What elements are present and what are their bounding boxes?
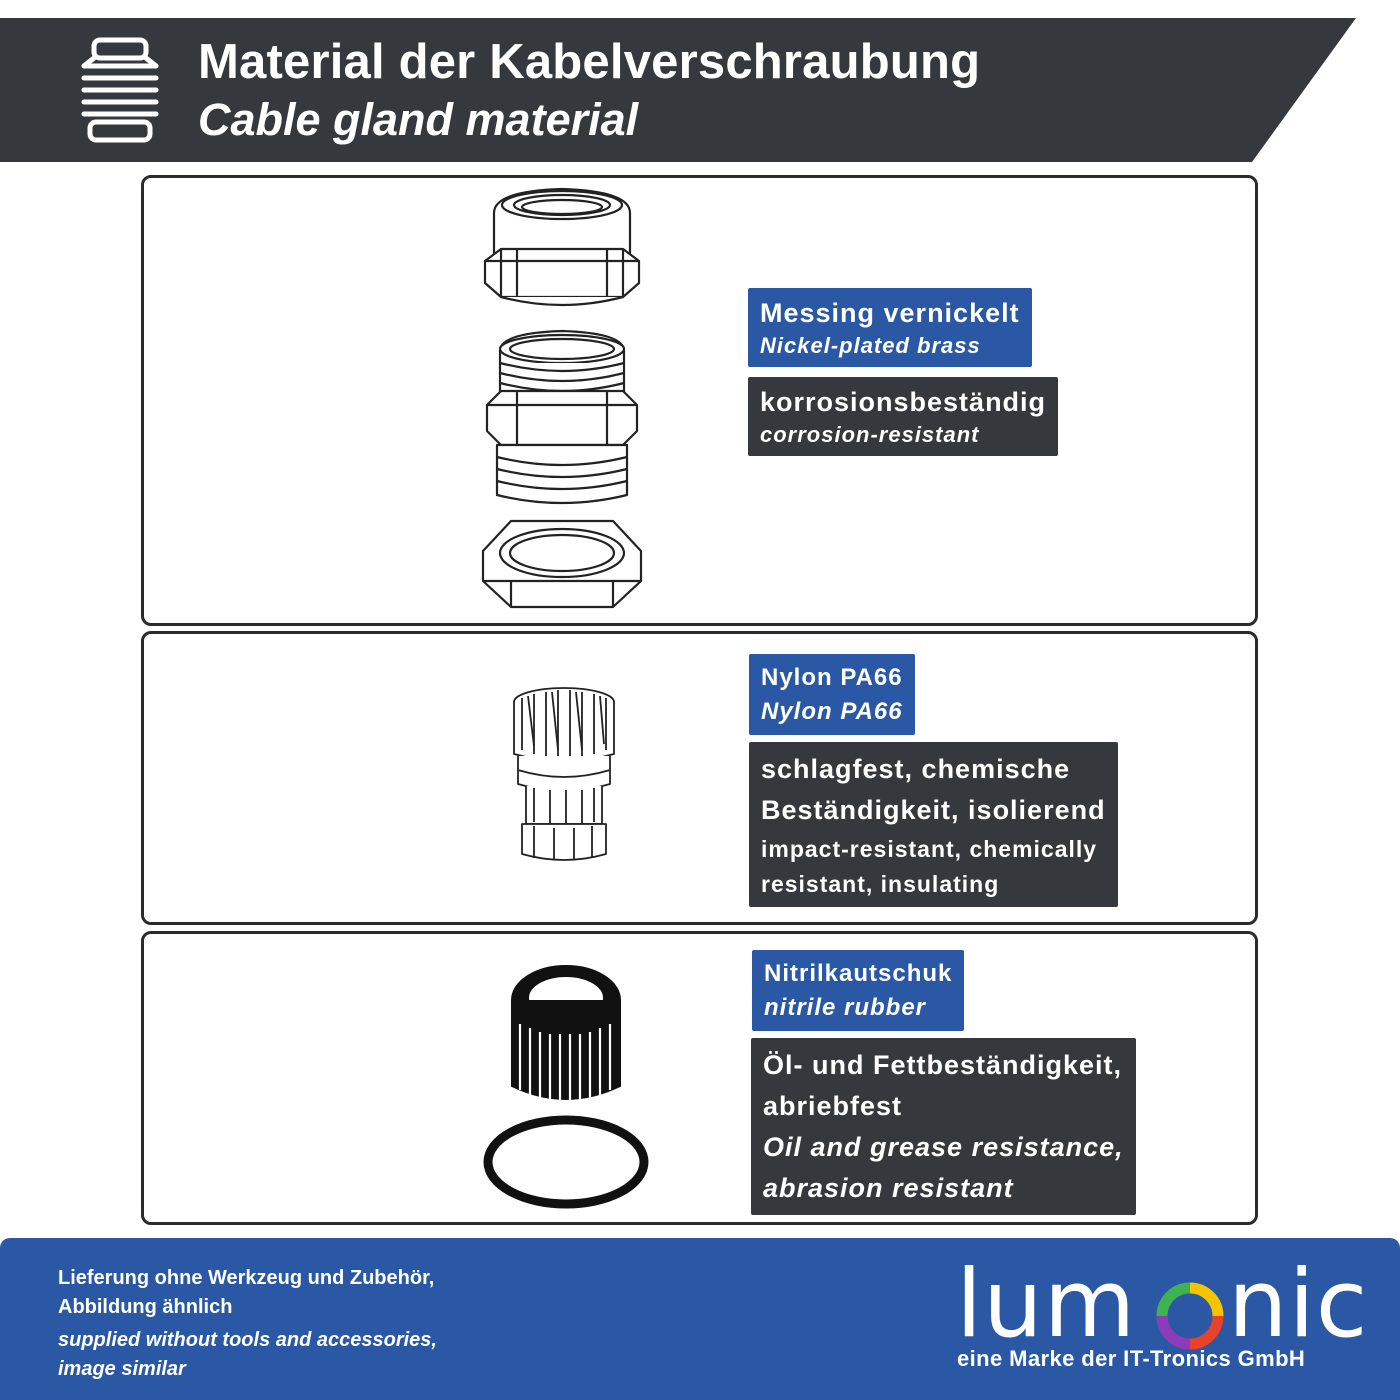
property-en-line1: Oil and grease resistance, (763, 1132, 1124, 1162)
material-en: nitrile rubber (764, 994, 927, 1021)
property-tag-brass: korrosionsbeständig corrosion-resistant (748, 377, 1059, 456)
material-en: Nylon PA66 (761, 698, 903, 725)
material-de: Messing vernickelt (760, 298, 1020, 328)
property-de-line2: abriebfest (763, 1091, 903, 1121)
material-tag-brass: Messing vernickelt Nickel-plated brass (748, 288, 1032, 367)
material-panel-nylon: Nylon PA66 Nylon PA66 schlagfest, chemis… (141, 631, 1258, 925)
material-tag-nylon: Nylon PA66 Nylon PA66 (749, 654, 915, 735)
material-panel-brass: Messing vernickelt Nickel-plated brass k… (141, 175, 1258, 626)
logo-wordmark-left: lum (956, 1250, 1137, 1359)
property-tag-nitrile: Öl- und Fettbeständigkeit, abriebfest Oi… (751, 1038, 1136, 1215)
material-panel-nitrile: Nitrilkautschuk nitrile rubber Öl- und F… (141, 931, 1258, 1225)
note-en-line2: image similar (58, 1358, 186, 1380)
header-banner: Material der Kabelverschraubung Cable gl… (0, 18, 1356, 162)
note-en-line1: supplied without tools and accessories, (58, 1329, 437, 1351)
delivery-note: Lieferung ohne Werkzeug und Zubehör, Abb… (58, 1264, 437, 1384)
page-subtitle: Cable gland material (198, 94, 639, 145)
property-de-line2: Beständigkeit, isolierend (761, 795, 1106, 825)
property-en-line2: resistant, insulating (761, 871, 1000, 897)
property-de: korrosionsbeständig (760, 387, 1047, 417)
note-de-line2: Abbildung ähnlich (58, 1296, 233, 1318)
property-tag-nylon: schlagfest, chemische Beständigkeit, iso… (749, 742, 1118, 907)
rubber-seal-and-o-ring-icon (483, 965, 649, 1209)
property-en-line2: abrasion resistant (763, 1173, 1014, 1203)
cable-gland-icon (81, 37, 159, 143)
footer-banner: Lieferung ohne Werkzeug und Zubehör, Abb… (0, 1238, 1400, 1400)
note-de-line1: Lieferung ohne Werkzeug und Zubehör, (58, 1267, 435, 1289)
logo-wordmark-right: nic (1228, 1250, 1369, 1359)
rainbow-ring-icon (1156, 1282, 1224, 1350)
property-de-line1: schlagfest, chemische (761, 754, 1071, 784)
material-de: Nylon PA66 (761, 664, 903, 691)
property-de-line1: Öl- und Fettbeständigkeit, (763, 1050, 1123, 1080)
property-en-line1: impact-resistant, chemically (761, 836, 1098, 862)
material-en: Nickel-plated brass (760, 333, 981, 358)
material-de: Nitrilkautschuk (764, 960, 953, 987)
property-en: corrosion-resistant (760, 422, 980, 447)
nylon-clamping-insert-icon (513, 687, 615, 861)
lumonic-logo: lum nic (956, 1250, 1367, 1359)
material-tag-nitrile: Nitrilkautschuk nitrile rubber (752, 950, 965, 1031)
brand-tagline: eine Marke der IT-Tronics GmbH (957, 1346, 1306, 1371)
metal-cable-gland-parts-icon (481, 187, 643, 609)
page-title: Material der Kabelverschraubung (198, 35, 981, 89)
